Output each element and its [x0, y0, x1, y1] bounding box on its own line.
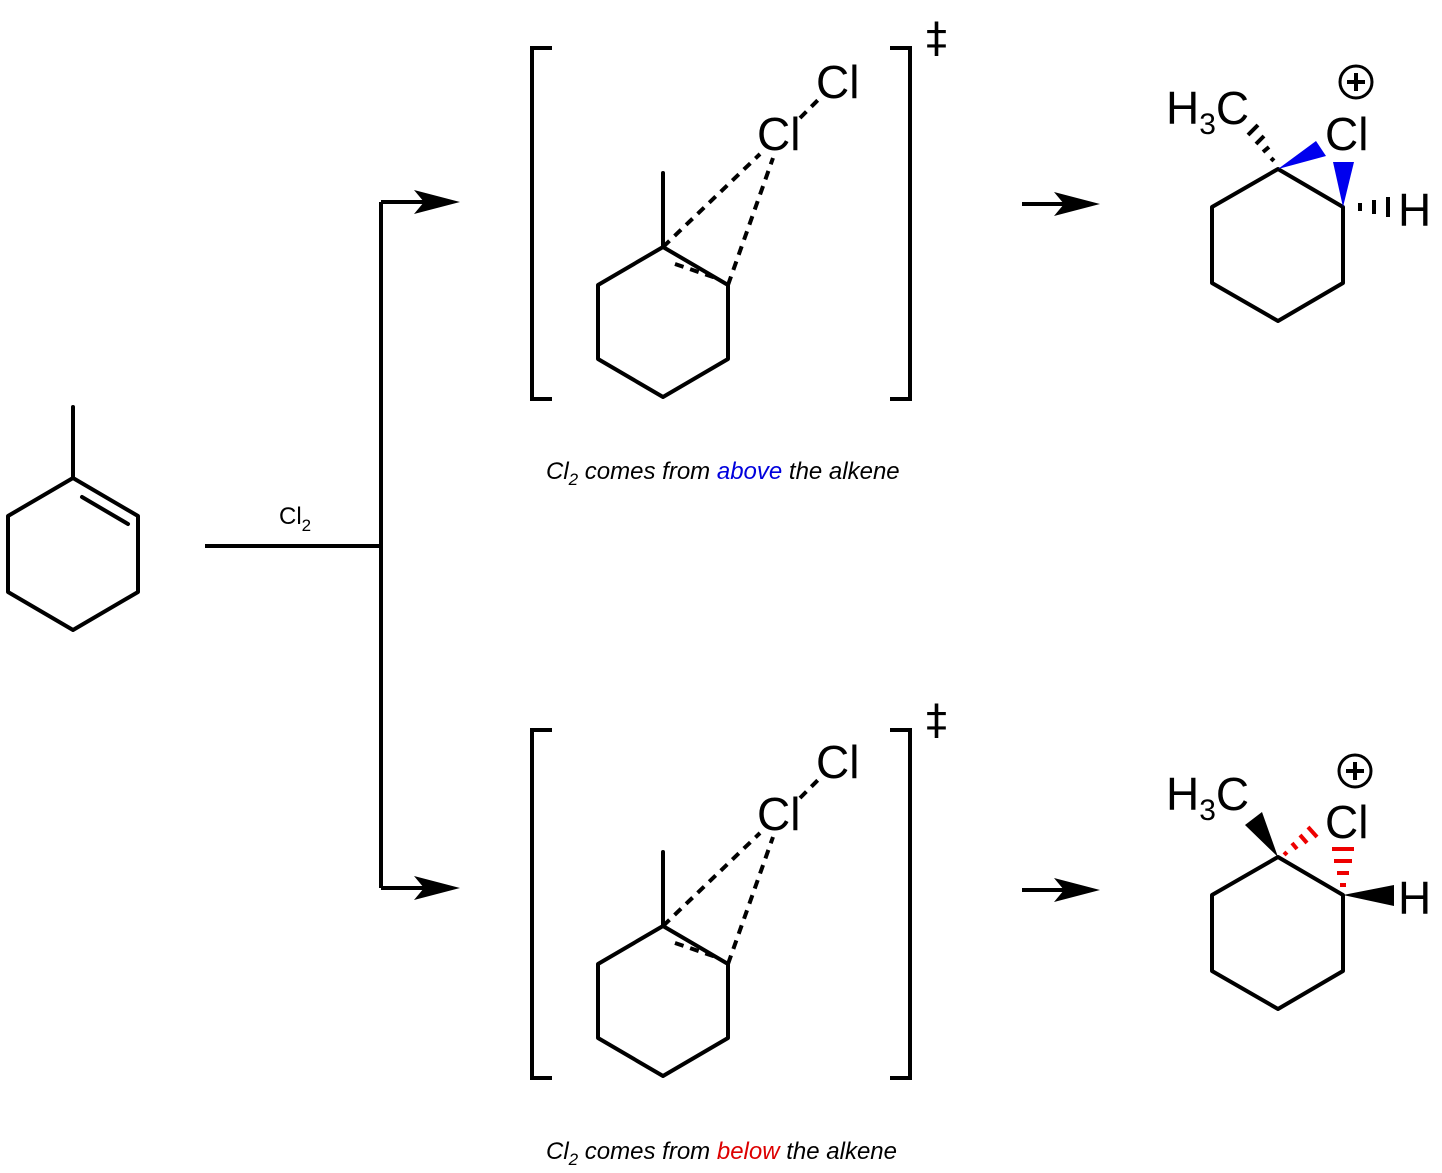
methyl-group: H3C: [1166, 768, 1249, 827]
reagent-label: Cl2: [279, 503, 311, 535]
dagger-symbol: ‡: [926, 695, 947, 744]
arrow-product-top-icon: [1054, 192, 1100, 216]
caption-below: Cl2 comes from below the alkene: [546, 1138, 897, 1169]
reaction-branch: Cl2: [205, 190, 460, 900]
chloronium-product-bottom: H3C Cl H: [1166, 753, 1431, 1011]
wedge-bond: [1333, 162, 1354, 207]
dagger-symbol: ‡: [926, 13, 947, 62]
chlorine-atom: Cl: [757, 788, 800, 840]
hashed-bond: [1282, 825, 1319, 857]
wedge-bond: [1343, 885, 1394, 906]
positive-charge-icon: [1338, 64, 1374, 100]
chlorine-atom: Cl: [1325, 108, 1368, 160]
chlorine-atom: Cl: [757, 108, 800, 160]
positive-charge-icon: [1337, 753, 1373, 789]
chlorine-atom: Cl: [1325, 796, 1368, 848]
chlorine-atom: Cl: [816, 736, 859, 788]
caption-above: Cl2 comes from above the alkene: [546, 458, 900, 489]
arrow-top-icon: [414, 190, 460, 214]
methyl-group: H3C: [1166, 82, 1249, 141]
chlorine-atom: Cl: [816, 56, 859, 108]
arrow-product-bottom-icon: [1054, 878, 1100, 902]
wedge-bond: [1245, 812, 1278, 857]
methylcyclohexene-reactant: [6, 405, 140, 632]
transition-state-top: ‡ Cl Cl: [530, 13, 947, 401]
hydrogen-atom: H: [1398, 184, 1431, 236]
arrow-bottom-icon: [414, 876, 460, 900]
hydrogen-atom: H: [1398, 872, 1431, 924]
wedge-bond: [1278, 141, 1326, 169]
chloronium-product-top: H3C Cl H: [1166, 64, 1431, 323]
transition-state-bottom: ‡ Cl Cl: [530, 695, 947, 1080]
hashed-bond: [1332, 847, 1354, 887]
